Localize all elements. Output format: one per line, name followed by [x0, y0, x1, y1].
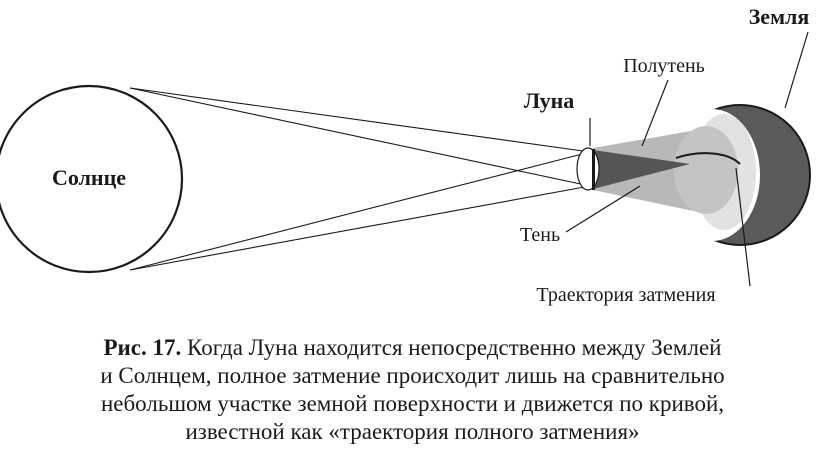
eclipse-path-label: Траектория затмения [536, 284, 715, 306]
umbra-cone [593, 150, 690, 189]
caption-line-1: Рис. 17. Когда Луна находится непосредст… [0, 334, 825, 362]
figure-caption: Рис. 17. Когда Луна находится непосредст… [0, 334, 825, 446]
caption-line-4: известной как «траектория полного затмен… [185, 419, 640, 444]
sun-rays [129, 87, 591, 271]
penumbra-spot [674, 126, 738, 214]
penumbra-label: Полутень [623, 55, 705, 77]
sun-label: Солнце [52, 165, 126, 190]
caption-line-3: небольшом участке земной поверхности и д… [100, 391, 725, 416]
caption-line-2: и Солнцем, полное затмение происходит ли… [100, 363, 725, 388]
earth-label: Земля [749, 4, 810, 29]
moon-body [576, 147, 600, 191]
eclipse-path-curve [675, 152, 741, 165]
earth-pointer [784, 31, 809, 109]
figure-number: Рис. 17. [103, 335, 182, 360]
umbra-label: Тень [520, 224, 560, 246]
sun-circle [0, 84, 184, 274]
caption-line-1-text: Когда Луна находится непосредственно меж… [181, 335, 722, 360]
eclipse-path-pointer [735, 167, 751, 287]
penumbra-pointer [641, 79, 669, 147]
moon-label: Луна [524, 88, 575, 113]
eclipse-diagram: Солнце Луна Земля Полутень Тень Траектор… [0, 4, 811, 306]
umbra-pointer [565, 185, 641, 233]
